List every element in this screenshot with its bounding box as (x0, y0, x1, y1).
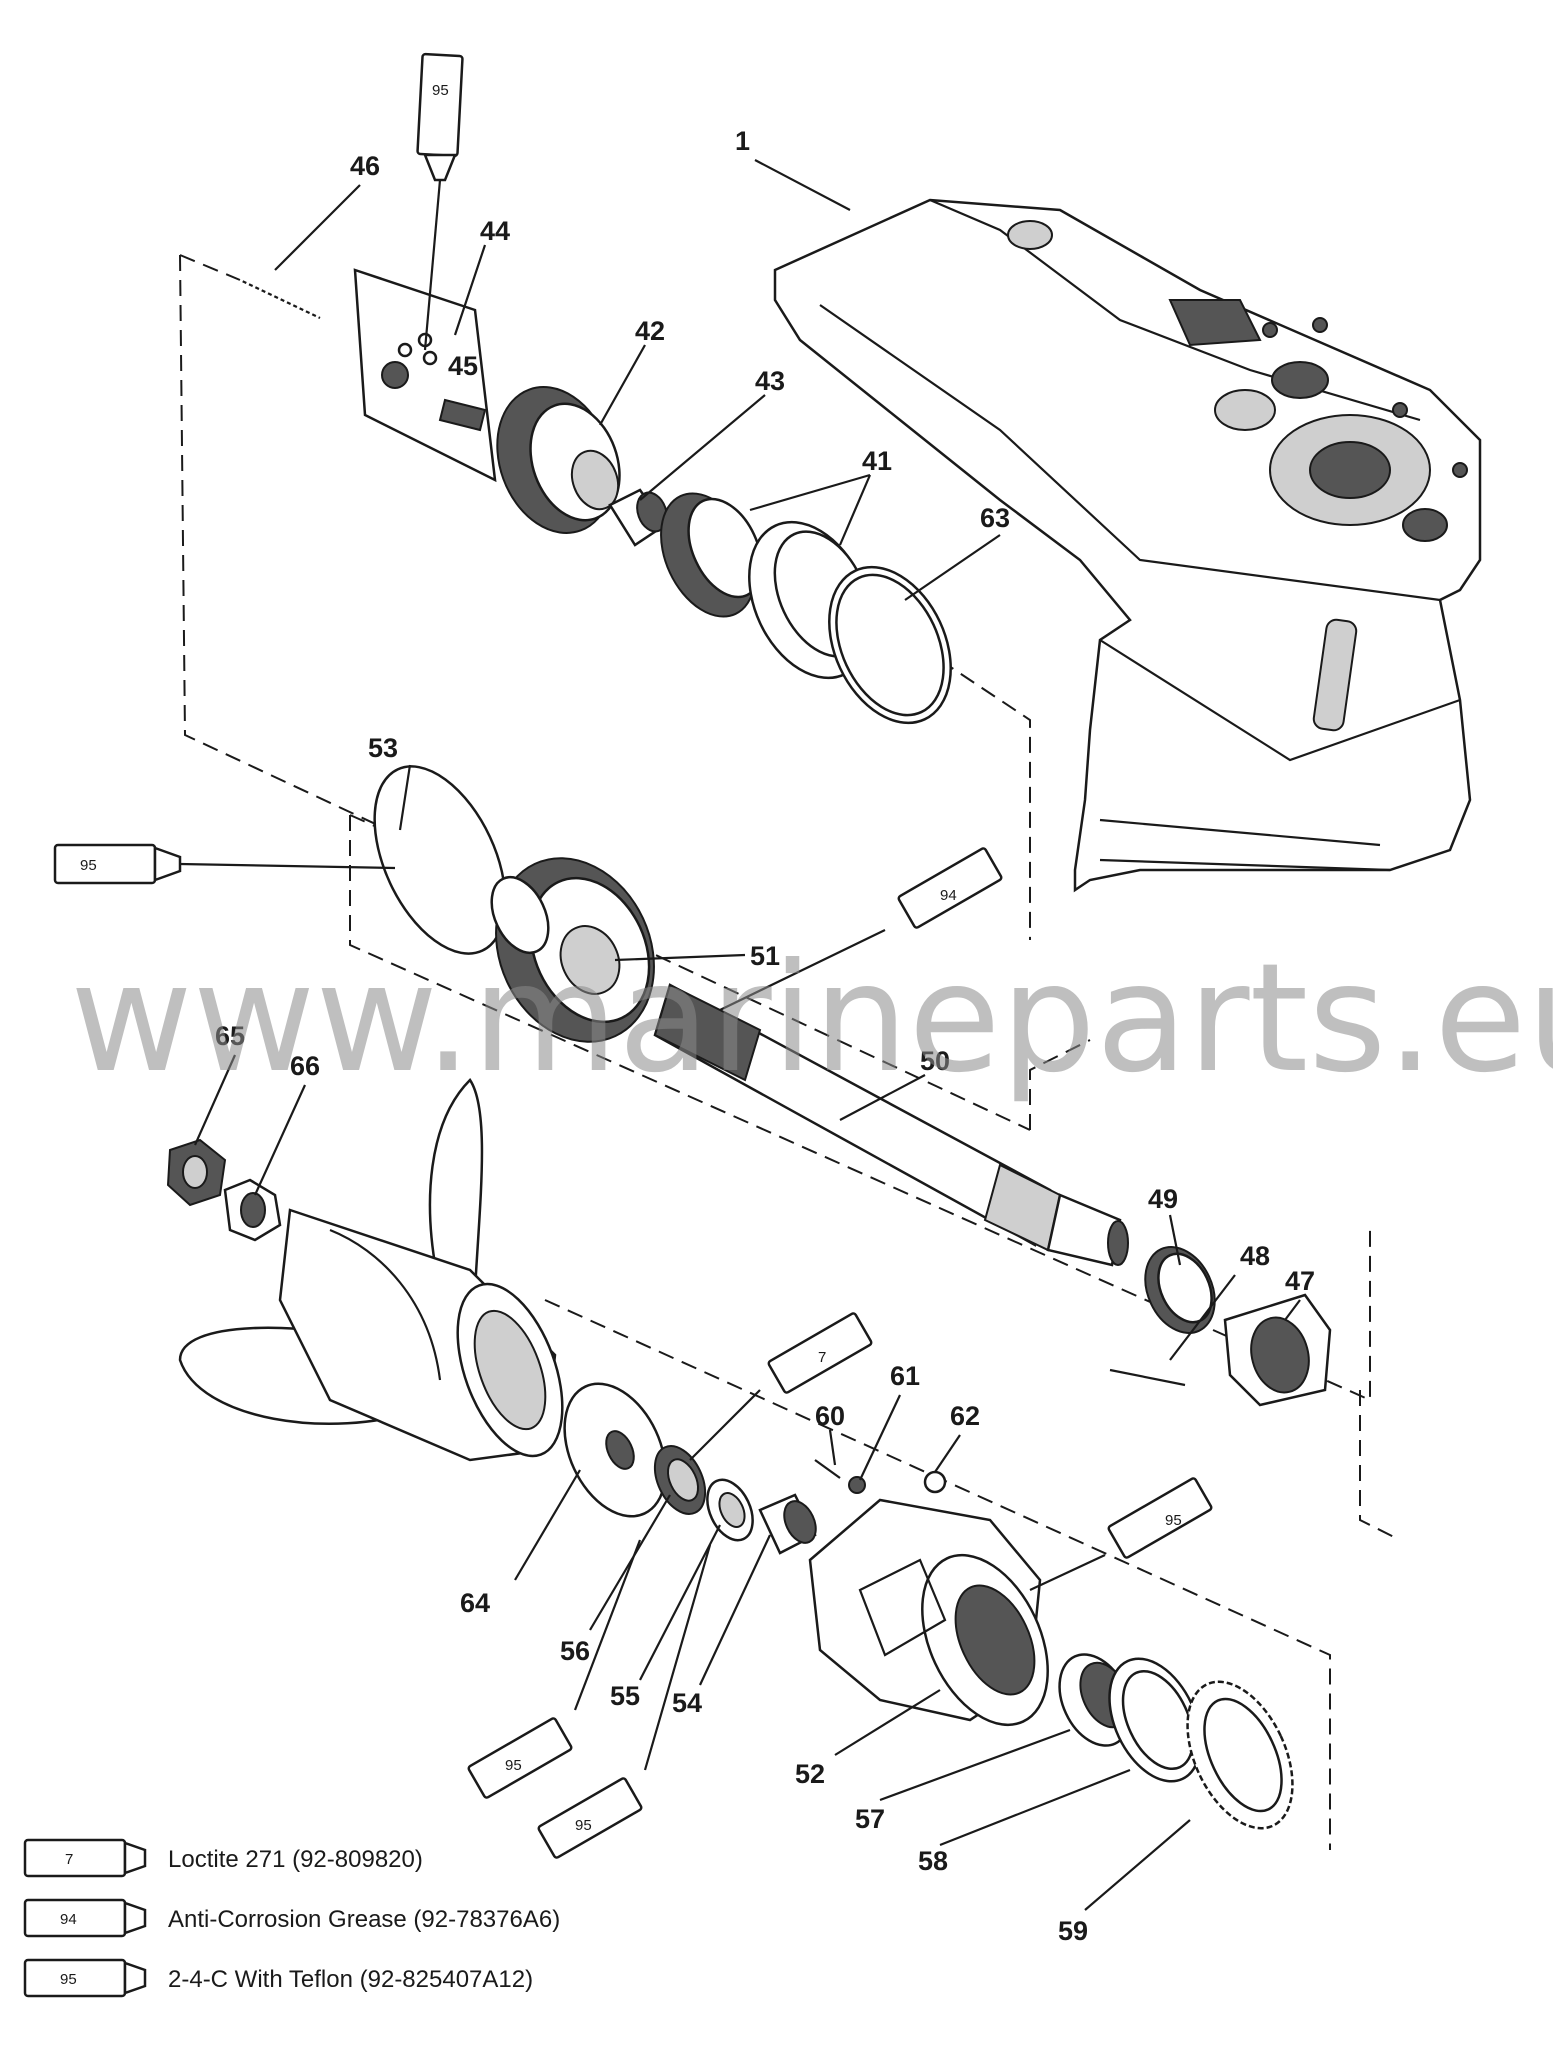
legend-code-3: 95 (60, 1971, 77, 1988)
label-part-45: 45 (448, 351, 478, 381)
legend-text-2: Anti-Corrosion Grease (92-78376A6) (168, 1906, 560, 1933)
lubricant-tube-left: 95 (53, 843, 396, 885)
label-part-51: 51 (750, 941, 780, 971)
label-part-49: 49 (1148, 1184, 1178, 1214)
lubricant-tube-51: 94 (719, 847, 1003, 1011)
lubricant-tube-top: 95 (416, 52, 464, 351)
screw-60 (814, 1459, 841, 1479)
label-part-55: 55 (610, 1681, 640, 1711)
middle-assembly-outline (349, 815, 1371, 1402)
lubricant-tube-55b: 95 (537, 1544, 712, 1859)
label-part-65: 65 (215, 1021, 245, 1051)
lubricant-legend: 7 Loctite 271 (92-809820) 94 Anti-Corros… (23, 1838, 560, 1998)
label-part-44: 44 (480, 216, 510, 246)
o-ring-63 (828, 565, 952, 725)
seal-55 (706, 1478, 754, 1542)
pinion-gear-42 (496, 386, 621, 534)
thrust-washer-64 (563, 1382, 667, 1518)
washer-61 (848, 1476, 866, 1494)
legend-text-3: 2-4-C With Teflon (92-825407A12) (168, 1966, 533, 1993)
label-part-46: 46 (350, 151, 380, 181)
label-part-63: 63 (980, 503, 1010, 533)
label-part-66: 66 (290, 1051, 320, 1081)
lower-assembly-outline (544, 1299, 1331, 1850)
propeller-shaft-50 (653, 983, 1129, 1267)
needle-bearing-54 (758, 1493, 817, 1555)
lubricant-tube-52: 95 (1029, 1477, 1213, 1591)
label-part-61: 61 (890, 1361, 920, 1391)
bearing-carrier-52 (808, 1498, 1049, 1727)
label-part-59: 59 (1058, 1916, 1088, 1946)
lubricant-tube-55: 7 (689, 1312, 873, 1461)
label-part-57: 57 (855, 1804, 885, 1834)
legend-text-1: Loctite 271 (92-809820) (168, 1846, 423, 1873)
propeller (178, 1078, 564, 1462)
middle-outline-top (349, 814, 396, 836)
o-ring-53 (373, 765, 507, 955)
legend-row-2: 94 Anti-Corrosion Grease (92-78376A6) (23, 1898, 560, 1938)
bearing-ring-49 (1144, 1246, 1216, 1334)
label-part-64: 64 (460, 1588, 490, 1618)
label-part-62: 62 (950, 1401, 980, 1431)
tab-washer-66 (223, 1178, 282, 1242)
label-part-60: 60 (815, 1401, 845, 1431)
prop-nut-65 (166, 1138, 227, 1207)
lower-outline-side (1359, 1390, 1401, 1541)
pin-48 (1109, 1368, 1186, 1387)
upper-assembly-outline (179, 254, 1031, 1131)
spring-46 (239, 278, 321, 320)
label-part-1: 1 (735, 126, 750, 156)
lubricant-tube-56: 95 (467, 1539, 642, 1799)
housing-dash (939, 659, 1031, 940)
part-labels: 1 46 44 45 42 43 41 63 53 51 50 49 48 47… (215, 126, 1315, 1946)
label-part-41: 41 (862, 446, 892, 476)
label-part-58: 58 (918, 1846, 948, 1876)
label-part-53: 53 (368, 733, 398, 763)
legend-code-2: 94 (60, 1911, 77, 1928)
tube-code-51: 94 (940, 887, 957, 904)
thrust-bearing-59 (1186, 1680, 1294, 1830)
seal-56 (653, 1445, 707, 1515)
label-part-48: 48 (1240, 1241, 1270, 1271)
label-part-50: 50 (920, 1046, 950, 1076)
legend-code-1: 7 (65, 1851, 73, 1868)
tube-code-55b: 95 (575, 1817, 592, 1834)
upper-outline-top (179, 254, 241, 281)
legend-row-3: 95 2-4-C With Teflon (92-825407A12) (23, 1958, 533, 1998)
assembly-dashed-lines (179, 254, 1401, 1850)
label-part-43: 43 (755, 366, 785, 396)
tube-code-top: 95 (432, 82, 449, 99)
tube-code-left: 95 (80, 857, 97, 874)
leader-lines (193, 159, 1301, 1911)
insert-62 (923, 1470, 947, 1494)
label-part-42: 42 (635, 316, 665, 346)
label-part-47: 47 (1285, 1266, 1315, 1296)
label-part-56: 56 (560, 1636, 590, 1666)
upper-outline-mid (1029, 1039, 1091, 1130)
gearcase-housing (773, 198, 1482, 893)
watermark-text: www.marineparts.eu (70, 932, 1553, 1106)
legend-row-1: 7 Loctite 271 (92-809820) (23, 1838, 423, 1878)
tube-code-56: 95 (505, 1757, 522, 1774)
washer-58 (1108, 1657, 1202, 1783)
clutch-47 (1223, 1293, 1332, 1407)
label-part-54: 54 (672, 1688, 702, 1718)
label-part-52: 52 (795, 1759, 825, 1789)
tube-code-52: 95 (1165, 1512, 1182, 1529)
forward-gear-51 (490, 857, 655, 1043)
tube-code-55: 7 (818, 1349, 826, 1366)
